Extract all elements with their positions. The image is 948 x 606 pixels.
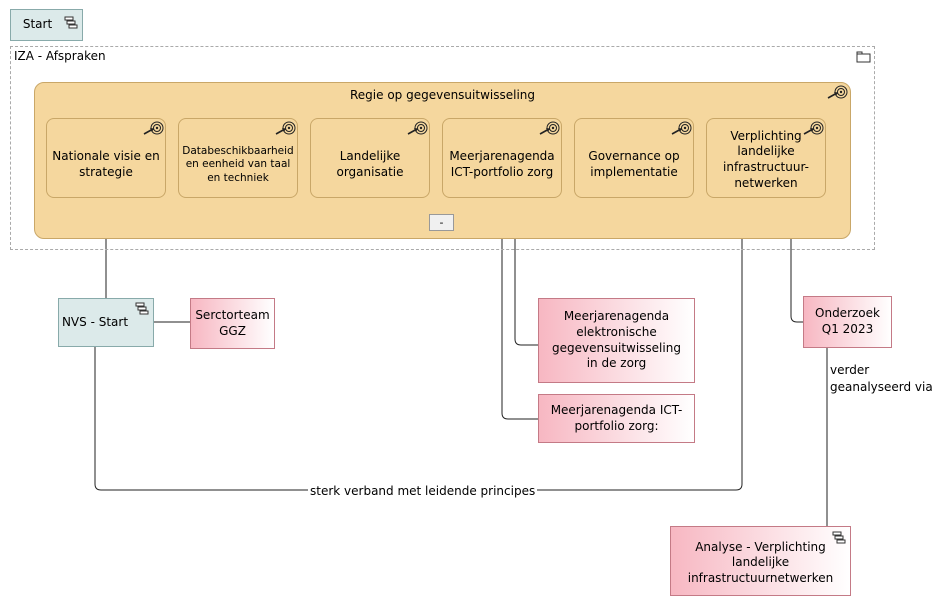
goal-nationale-visie[interactable]: Nationale visie en strategie xyxy=(46,118,166,198)
goal-meerjarenagenda-ict[interactable]: Meerjarenagenda ICT-portfolio zorg xyxy=(442,118,562,198)
collapse-button-label: - xyxy=(439,216,444,229)
goal-verplichting[interactable]: Verplichting landelijke infrastructuur-n… xyxy=(706,118,826,198)
onderzoek-workpackage[interactable]: Onderzoek Q1 2023 xyxy=(803,296,892,348)
start-plateau[interactable]: Start xyxy=(10,9,83,41)
line-mja-ict xyxy=(501,198,538,420)
goal-icon xyxy=(407,121,428,135)
edge-label-verder: verder geanalyseerd via xyxy=(830,363,933,394)
goal-icon xyxy=(143,121,164,135)
meerjarenagenda-ict-workpackage[interactable]: Meerjarenagenda ICT-portfolio zorg: xyxy=(538,394,695,443)
edge-label-sterk-verband: sterk verband met leidende principes xyxy=(308,484,538,498)
goal-regie-title: Regie op gegevensuitwisseling xyxy=(349,88,535,102)
analyse-plateau[interactable]: Analyse - Verplichting landelijke infras… xyxy=(670,526,851,596)
goal-icon xyxy=(539,121,560,135)
onderzoek-label: Onderzoek Q1 2023 xyxy=(815,306,880,336)
serctorteam-label: Serctorteam GGZ xyxy=(195,307,270,338)
nvs-start-label: NVS - Start xyxy=(61,314,129,329)
meerjarenagenda-elek-label: Meerjarenagenda elektronische gegevensui… xyxy=(552,309,681,371)
group-label: IZA - Afspraken xyxy=(14,49,106,63)
meerjarenagenda-elek-workpackage[interactable]: Meerjarenagenda elektronische gegevensui… xyxy=(538,298,695,383)
plateau-icon xyxy=(64,16,78,29)
goal-governance-label: Governance op implementatie xyxy=(588,149,680,179)
line-mja-elek xyxy=(514,198,538,346)
goal-verplichting-label: Verplichting landelijke infrastructuur-n… xyxy=(723,128,809,190)
folder-icon xyxy=(856,51,871,63)
goal-nationale-visie-label: Nationale visie en strategie xyxy=(52,149,160,179)
goal-icon xyxy=(275,121,296,135)
goal-meerjarenagenda-ict-label: Meerjarenagenda ICT-portfolio zorg xyxy=(449,149,555,179)
meerjarenagenda-ict-label: Meerjarenagenda ICT-portfolio zorg: xyxy=(550,402,683,433)
line-verpl-onderzoek xyxy=(790,198,803,323)
goal-governance[interactable]: Governance op implementatie xyxy=(574,118,694,198)
goal-icon xyxy=(827,85,848,99)
plateau-icon xyxy=(832,531,846,544)
plateau-icon xyxy=(135,302,149,315)
collapse-button[interactable]: - xyxy=(429,214,454,231)
group-iza-afspraken[interactable] xyxy=(10,46,875,250)
goal-databeschikbaarheid-label: Databeschikbaarheid en eenheid van taal … xyxy=(182,144,294,184)
serctorteam-ggz-workpackage[interactable]: Serctorteam GGZ xyxy=(190,298,275,349)
goal-databeschikbaarheid[interactable]: Databeschikbaarheid en eenheid van taal … xyxy=(178,118,298,198)
goal-landelijke-organisatie[interactable]: Landelijke organisatie xyxy=(310,118,430,198)
goal-landelijke-organisatie-label: Landelijke organisatie xyxy=(336,149,404,179)
analyse-label: Analyse - Verplichting landelijke infras… xyxy=(687,539,834,585)
start-label: Start xyxy=(22,17,53,32)
goal-icon xyxy=(671,121,692,135)
goal-icon xyxy=(803,121,824,135)
